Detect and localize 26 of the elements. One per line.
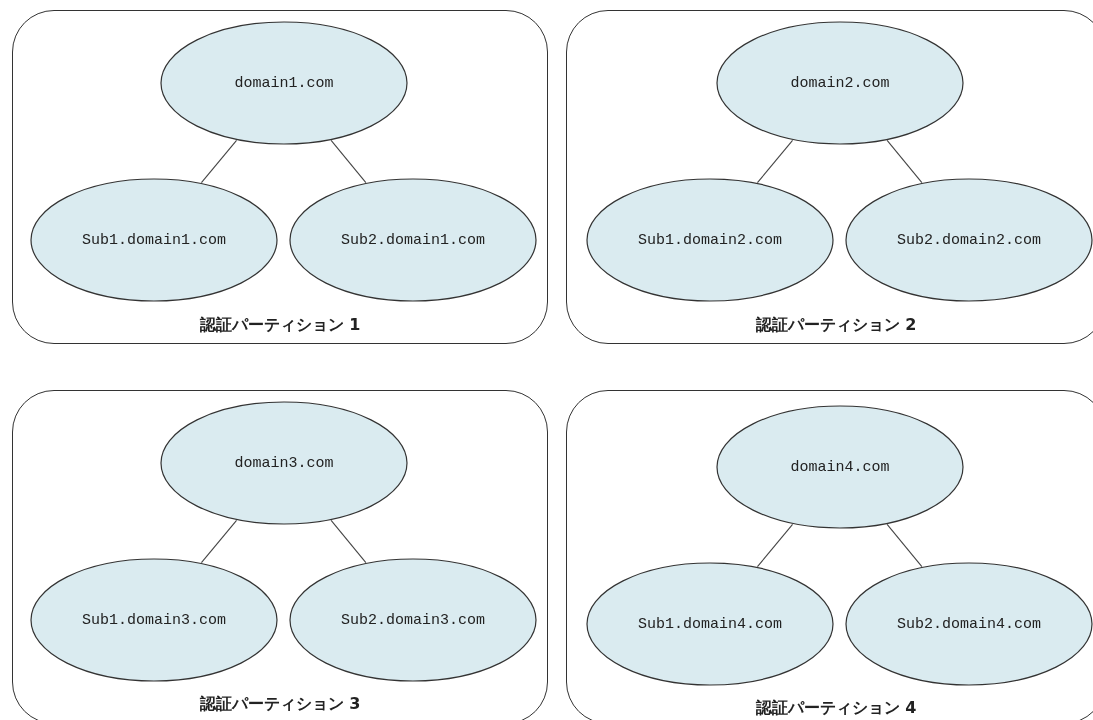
domain-ellipse: Sub1.domain1.com (30, 178, 278, 302)
connector-line (200, 139, 238, 184)
connector-line (886, 523, 923, 568)
partition-title: 認証パーティション 2 (754, 315, 918, 336)
connector-line (200, 519, 238, 564)
partition-title: 認証パーティション 4 (754, 698, 918, 719)
domain-ellipse: Sub1.domain4.com (586, 562, 834, 686)
domain-ellipse: Sub2.domain3.com (289, 558, 537, 682)
domain-ellipse: Sub2.domain1.com (289, 178, 537, 302)
domain-ellipse: domain3.com (160, 401, 408, 525)
domain-ellipse: domain2.com (716, 21, 964, 145)
connector-line (330, 519, 367, 564)
domain-ellipse: Sub2.domain4.com (845, 562, 1093, 686)
connector-line (756, 523, 794, 568)
connector-line (886, 139, 923, 184)
domain-ellipse: Sub1.domain3.com (30, 558, 278, 682)
partition-title: 認証パーティション 3 (198, 694, 362, 715)
domain-ellipse: domain1.com (160, 21, 408, 145)
domain-ellipse: Sub2.domain2.com (845, 178, 1093, 302)
connector-line (330, 139, 367, 184)
partition-panel (12, 10, 548, 344)
connector-line (756, 139, 794, 184)
domain-ellipse: Sub1.domain2.com (586, 178, 834, 302)
partition-title: 認証パーティション 1 (198, 315, 362, 336)
domain-ellipse: domain4.com (716, 405, 964, 529)
partition-panel (566, 10, 1093, 344)
